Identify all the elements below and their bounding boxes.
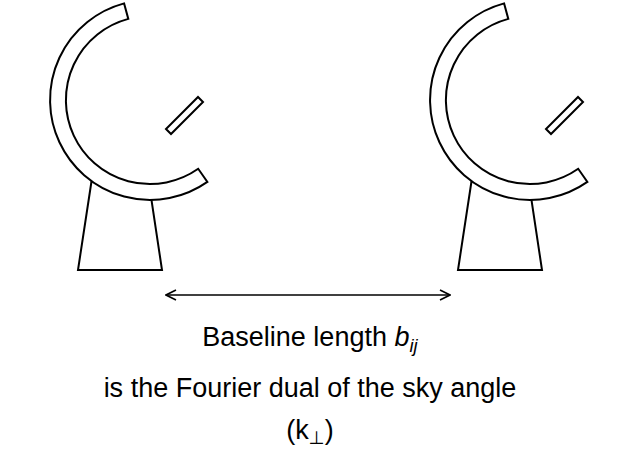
caption-text: is the Fourier dual of the sky angle bbox=[104, 373, 517, 403]
baseline-arrow bbox=[166, 294, 450, 296]
symbol-text: ⊥ bbox=[309, 427, 325, 448]
left-antenna bbox=[50, 3, 207, 270]
caption-line: is the Fourier dual of the sky angle bbox=[0, 367, 620, 409]
caption-line: Baseline lengthbij bbox=[0, 316, 620, 367]
antenna-dish bbox=[50, 3, 207, 200]
antenna-feed bbox=[166, 97, 203, 134]
symbol-text: ij bbox=[410, 335, 418, 356]
caption-line: (k⊥) bbox=[0, 409, 620, 460]
antenna-feed bbox=[546, 97, 583, 134]
right-antenna bbox=[430, 3, 587, 270]
symbol-text: b bbox=[394, 322, 409, 352]
caption-text: ) bbox=[325, 415, 334, 445]
antenna-dish bbox=[430, 3, 587, 200]
caption-text: Baseline length bbox=[202, 322, 387, 352]
caption-text: (k bbox=[286, 415, 309, 445]
caption-block: Baseline lengthbij is the Fourier dual of… bbox=[0, 316, 620, 459]
